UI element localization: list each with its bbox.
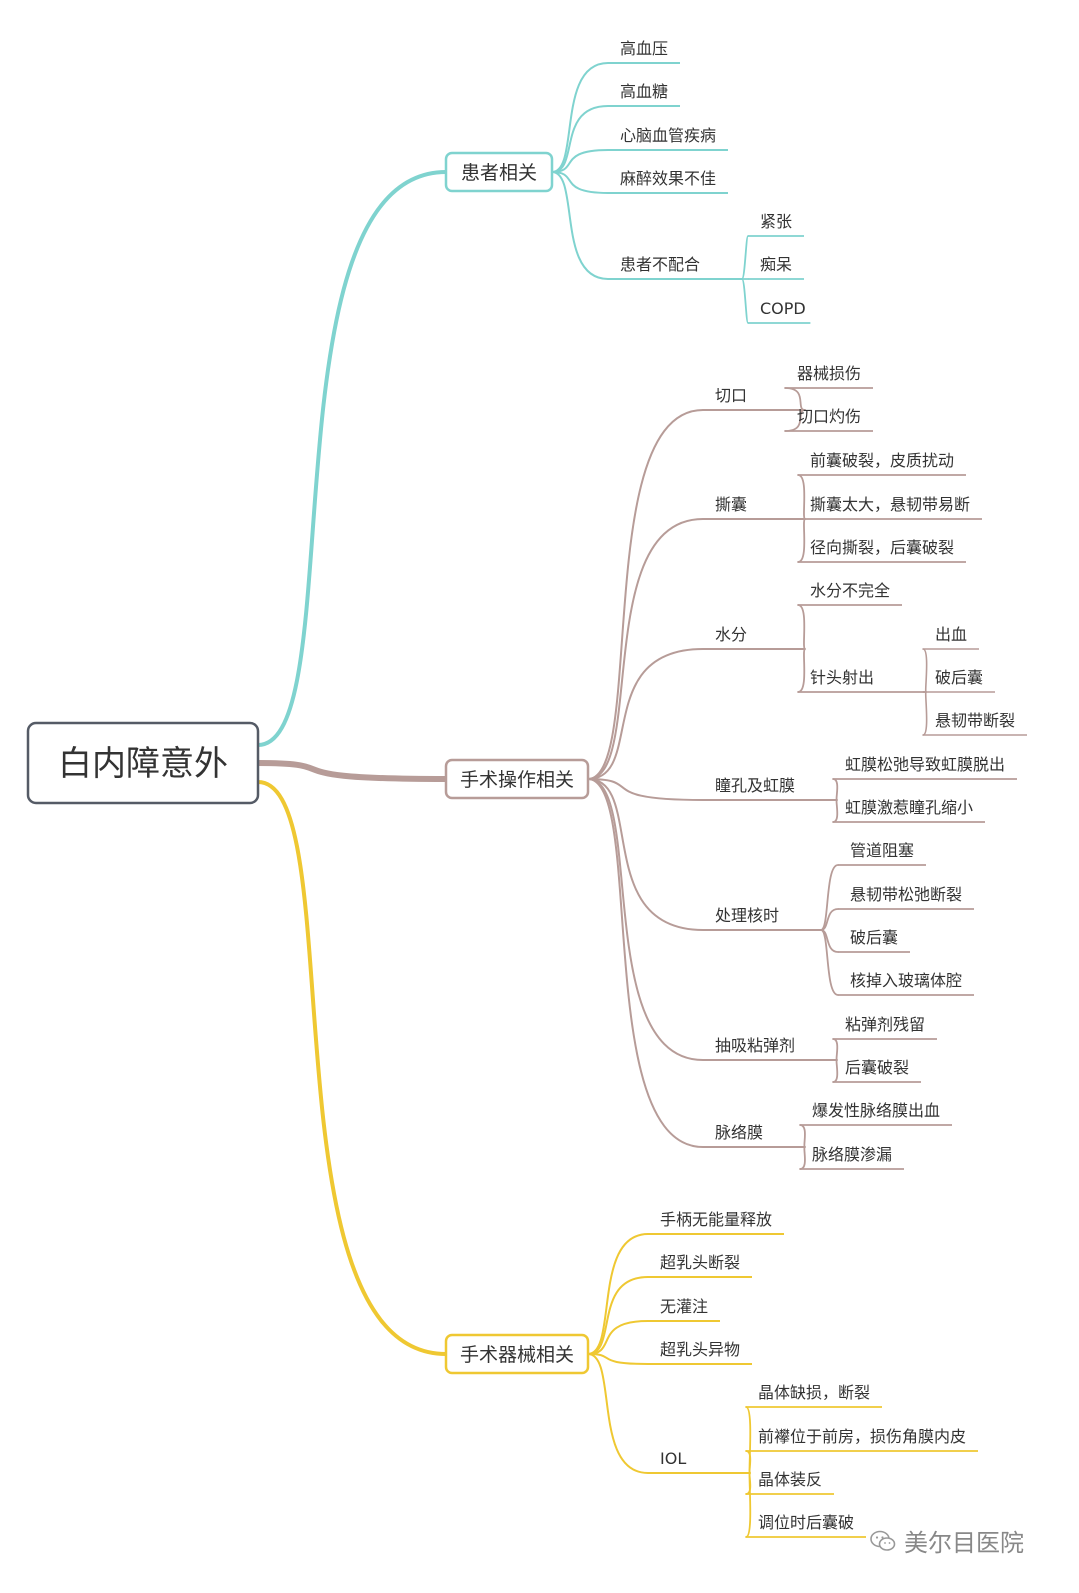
root-node	[26, 721, 260, 805]
grandchild-label: 脉络膜渗漏	[812, 1145, 892, 1164]
child-label: 超乳头异物	[660, 1340, 740, 1359]
grandchild-label: 晶体缺损，断裂	[758, 1383, 870, 1402]
grandchild-label: 前囊破裂，皮质扰动	[810, 451, 954, 470]
grandchild-connector	[745, 1472, 752, 1538]
branch-node	[444, 151, 554, 193]
grandchild-label: COPD	[760, 299, 806, 318]
grandchild-label: 后囊破裂	[845, 1058, 909, 1077]
child-connector	[587, 1353, 649, 1365]
grandchild-label: 前襻位于前房，损伤角膜内皮	[758, 1427, 966, 1446]
grandchild-connector	[820, 864, 839, 931]
grandchild-connector	[820, 908, 839, 931]
grandchild-label: 核掉入玻璃体腔	[850, 971, 962, 990]
leaf-label: 破后囊	[935, 668, 983, 687]
grandchild-label: 径向撕裂，后囊破裂	[810, 538, 954, 557]
child-label: 心脑血管疾病	[620, 126, 716, 145]
branch-label: 手术器械相关	[460, 1344, 574, 1366]
grandchild-connector	[799, 1146, 806, 1170]
grandchild-label: 撕囊太大，悬韧带易断	[810, 495, 970, 514]
leaf-connector	[922, 691, 928, 736]
child-connector	[587, 518, 704, 780]
grandchild-connector	[832, 778, 839, 801]
watermark-text: 美尔目医院	[904, 1529, 1024, 1557]
grandchild-label: 水分不完全	[810, 581, 890, 600]
grandchild-label: 粘弹剂残留	[845, 1015, 925, 1034]
child-connector	[551, 171, 609, 194]
child-connector	[587, 648, 704, 780]
child-label: 处理核时	[715, 906, 779, 925]
branch-label: 患者相关	[461, 162, 537, 184]
branch-label: 手术操作相关	[460, 769, 574, 791]
branch-connector	[256, 170, 448, 747]
leaf-label: 悬韧带断裂	[935, 711, 1015, 730]
grandchild-connector	[832, 1059, 839, 1083]
child-label: 麻醉效果不佳	[620, 169, 716, 188]
grandchild-label: 晶体装反	[758, 1470, 822, 1489]
grandchild-label: 爆发性脉络膜出血	[812, 1101, 940, 1120]
grandchild-label: 悬韧带松弛断裂	[850, 885, 962, 904]
branch-connector	[256, 780, 448, 1356]
child-label: 脉络膜	[715, 1123, 763, 1142]
grandchild-label: 虹膜松弛导致虹膜脱出	[845, 755, 1005, 774]
grandchild-connector	[820, 929, 839, 996]
child-label: IOL	[660, 1449, 686, 1468]
wechat-logo-icon	[870, 1530, 896, 1551]
grandchild-connector	[797, 474, 806, 520]
branch-connector	[255, 760, 449, 782]
grandchild-connector	[832, 1038, 839, 1061]
child-connector	[587, 1233, 649, 1355]
branch-node	[444, 1333, 590, 1375]
child-connector	[587, 778, 704, 931]
child-connector	[587, 1276, 649, 1355]
child-label: 瞳孔及虹膜	[715, 776, 795, 795]
grandchild-connector	[741, 235, 749, 280]
grandchild-connector	[797, 648, 806, 693]
child-label: 无灌注	[660, 1297, 708, 1316]
child-connector	[587, 1320, 649, 1355]
child-connector	[551, 171, 609, 280]
grandchild-connector	[797, 604, 806, 650]
child-connector	[551, 62, 609, 173]
grandchild-label: 器械损伤	[797, 364, 861, 383]
grandchild-connector	[797, 518, 806, 563]
child-connector	[551, 105, 609, 173]
grandchild-label: 紧张	[760, 212, 792, 231]
watermark: 美尔目医院	[870, 1523, 1024, 1558]
child-label: 高血压	[620, 39, 668, 58]
child-connector	[587, 778, 704, 801]
grandchild-label: 破后囊	[850, 928, 898, 947]
grandchild-connector	[745, 1450, 752, 1474]
child-label: 高血糖	[620, 82, 668, 101]
grandchild-connector	[799, 1124, 806, 1148]
child-label: 撕囊	[715, 495, 747, 514]
leaf-label: 出血	[935, 625, 967, 644]
child-label: 患者不配合	[620, 255, 700, 274]
child-connector	[587, 1353, 649, 1474]
child-label: 水分	[715, 625, 747, 644]
leaf-connector	[922, 648, 928, 693]
grandchild-label: 针头射出	[810, 668, 874, 687]
grandchild-label: 管道阻塞	[850, 841, 914, 860]
child-connector	[587, 778, 704, 1148]
child-connector	[551, 149, 609, 173]
grandchild-label: 痴呆	[760, 255, 792, 274]
grandchild-label: 切口灼伤	[797, 407, 861, 426]
branch-node	[444, 758, 590, 800]
child-label: 抽吸粘弹剂	[715, 1036, 795, 1055]
grandchild-label: 虹膜激惹瞳孔缩小	[845, 798, 973, 817]
grandchild-label: 调位时后囊破	[758, 1513, 854, 1532]
root-label: 白内障意外	[58, 744, 228, 784]
child-label: 超乳头断裂	[660, 1253, 740, 1272]
grandchild-connector	[832, 799, 839, 823]
child-connector	[587, 778, 704, 1061]
child-label: 手柄无能量释放	[660, 1210, 772, 1229]
child-label: 切口	[715, 386, 747, 405]
child-connector	[587, 409, 704, 780]
grandchild-connector	[741, 278, 749, 324]
